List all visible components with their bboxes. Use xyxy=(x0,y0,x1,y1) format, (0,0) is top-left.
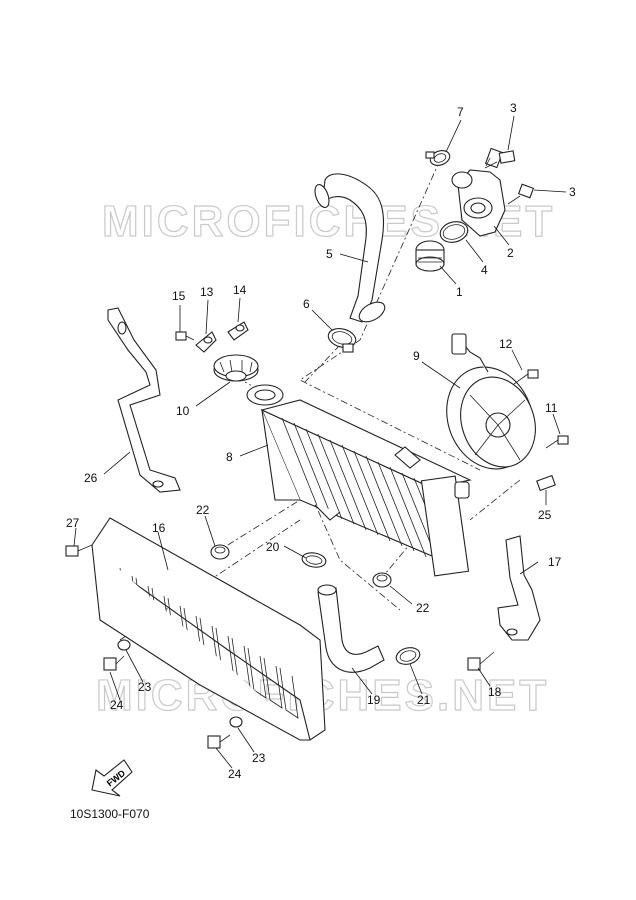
upper-hose xyxy=(314,173,386,323)
bolt-3-upper xyxy=(484,150,516,169)
callout-3-top: 3 xyxy=(510,101,517,115)
screw-15 xyxy=(175,331,195,341)
callout-22-right: 22 xyxy=(416,601,430,615)
callout-8: 8 xyxy=(226,450,233,464)
bolt-3-lower xyxy=(507,183,535,205)
callout-14: 14 xyxy=(233,283,247,297)
bracket-17 xyxy=(497,535,541,641)
hose-clamp-20 xyxy=(301,552,327,568)
callout-13: 13 xyxy=(200,285,214,299)
lower-hose xyxy=(317,584,385,673)
callout-12: 12 xyxy=(499,337,513,351)
callout-19: 19 xyxy=(367,693,381,707)
diagram-code: 10S1300-F070 xyxy=(70,807,150,821)
radiator-guard xyxy=(91,517,326,741)
bolt-24-upper xyxy=(103,639,131,671)
hose-clamp-6 xyxy=(327,328,357,353)
callout-6: 6 xyxy=(303,297,310,311)
callouts: 7 3 3 2 4 1 5 6 9 12 11 25 8 10 15 13 14… xyxy=(66,101,576,781)
callout-26: 26 xyxy=(84,471,98,485)
callout-24-bottom: 24 xyxy=(228,767,242,781)
callout-22-left: 22 xyxy=(196,503,210,517)
callout-11: 11 xyxy=(545,401,558,415)
bolt-24-lower xyxy=(207,716,243,749)
callout-3-right: 3 xyxy=(569,185,576,199)
bolt-11 xyxy=(545,435,569,449)
callout-24-left: 24 xyxy=(110,698,124,712)
collar-25 xyxy=(536,474,556,492)
callout-4: 4 xyxy=(481,263,488,277)
hose-clamp-7 xyxy=(425,150,451,166)
callout-15: 15 xyxy=(172,289,186,303)
callout-25: 25 xyxy=(538,508,552,522)
bolt-18 xyxy=(467,651,495,671)
grommet-22-right xyxy=(372,572,392,588)
grommet-22-left xyxy=(210,544,230,560)
fan-motor xyxy=(446,333,536,470)
callout-16: 16 xyxy=(152,521,166,535)
callout-7: 7 xyxy=(457,105,464,119)
callout-18: 18 xyxy=(488,685,502,699)
leader-lines xyxy=(73,115,567,769)
clip-14 xyxy=(227,321,249,341)
bracket-26 xyxy=(107,307,181,493)
bolt-27 xyxy=(65,544,93,557)
thermostat-housing xyxy=(451,147,506,237)
callout-17: 17 xyxy=(548,555,562,569)
hose-clamp-21 xyxy=(395,647,421,665)
radiator-core xyxy=(246,384,472,577)
callout-27: 27 xyxy=(66,516,80,530)
callout-23-left: 23 xyxy=(138,680,152,694)
callout-2: 2 xyxy=(507,246,514,260)
callout-1: 1 xyxy=(456,285,463,299)
callout-21: 21 xyxy=(417,693,431,707)
callout-10: 10 xyxy=(176,404,190,418)
callout-23-bottom: 23 xyxy=(252,751,266,765)
bolt-12 xyxy=(513,369,539,385)
o-ring xyxy=(439,221,469,243)
clip-13 xyxy=(195,331,217,353)
thermostat xyxy=(415,240,445,272)
radiator-cap xyxy=(213,354,259,382)
callout-5: 5 xyxy=(326,247,333,261)
callout-20: 20 xyxy=(266,540,280,554)
callout-9: 9 xyxy=(413,349,420,363)
fwd-arrow: FWD xyxy=(91,759,133,797)
